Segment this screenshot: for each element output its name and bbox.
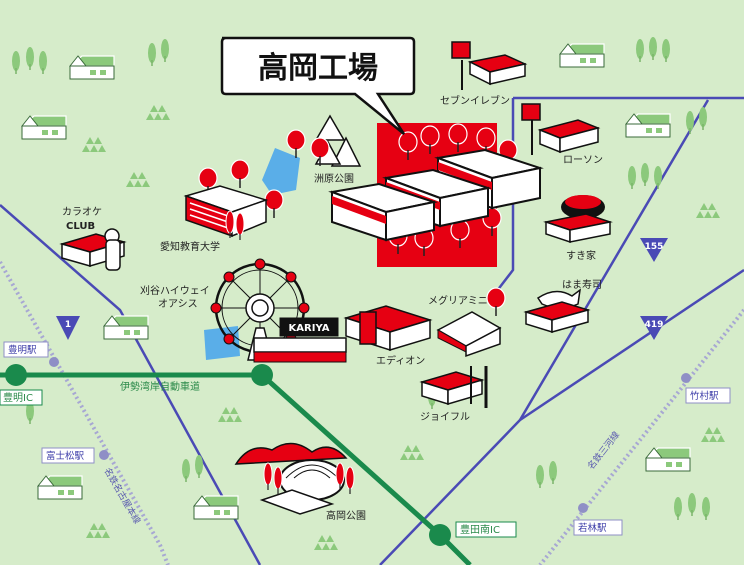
poi-aichi-kyoiku[interactable]: 愛知教育大学 <box>160 159 284 253</box>
aichi-kyoiku-label: 愛知教育大学 <box>160 240 220 253</box>
factory-buildings <box>328 148 544 242</box>
poi-suhara-park[interactable]: 洲原公園 <box>286 114 362 185</box>
karaoke-label-2: CLUB <box>66 221 95 232</box>
kariya-oasis-label-1: 刈谷ハイウェイ <box>140 284 210 297</box>
toyoake-ic-label: 豊明IC <box>3 391 33 404</box>
seven-eleven-label: セブンイレブン <box>440 94 510 107</box>
svg-text:1: 1 <box>65 320 71 330</box>
station-toyoake[interactable]: 豊明駅 <box>3 341 59 367</box>
poi-karaoke-club[interactable]: カラオケ CLUB <box>59 206 127 271</box>
highway-isewangan <box>0 372 472 565</box>
takaoka-park-label: 高岡公園 <box>326 509 366 522</box>
fujimatsu-station-label: 富士松駅 <box>46 450 85 462</box>
poi-kariya-oasis[interactable]: KARIYA 刈谷ハイウェイ オアシス <box>140 258 347 363</box>
poi-takaoka-park[interactable]: 高岡公園 <box>234 442 366 522</box>
route-shield-419: 419 <box>640 316 668 340</box>
station-fujimatsu[interactable]: 富士松駅 <box>41 447 109 464</box>
lawson-label: ローソン <box>563 155 603 166</box>
poi-hama-sushi[interactable]: はま寿司 <box>523 278 602 334</box>
megulia-mini-label: メグリアミニ <box>428 294 488 307</box>
route-shield-1: 1 <box>56 316 80 340</box>
kariya-sign: KARIYA <box>289 323 330 334</box>
svg-text:419: 419 <box>645 320 664 330</box>
station-takemura[interactable]: 竹村駅 <box>681 373 731 404</box>
takaoka-factory[interactable] <box>328 123 544 267</box>
factory-title-callout: 高岡工場 <box>220 36 416 135</box>
kariya-oasis-label-2: オアシス <box>158 298 198 310</box>
factory-title: 高岡工場 <box>258 51 378 86</box>
road-route-419 <box>519 268 744 422</box>
interchange-kariya <box>251 364 273 386</box>
poi-sukiya[interactable]: すき家 <box>543 195 613 262</box>
rail-meitetsu-nagoya <box>0 261 170 565</box>
toyota-minami-ic-label: 豊田南IC <box>460 523 500 536</box>
poi-joyful[interactable]: ジョイフル <box>419 366 488 423</box>
wakabayashi-station-label: 若林駅 <box>578 522 607 534</box>
takemura-station-label: 竹村駅 <box>690 390 719 402</box>
route-shield-155: 155 <box>640 238 668 262</box>
toyoake-station-label: 豊明駅 <box>8 344 37 356</box>
edion-label: エディオン <box>376 354 425 367</box>
karaoke-label-1: カラオケ <box>62 206 102 218</box>
poi-seven-eleven[interactable]: セブンイレブン <box>440 41 528 107</box>
joyful-label: ジョイフル <box>420 412 470 423</box>
svg-text:155: 155 <box>645 242 664 252</box>
poi-edion[interactable]: エディオン <box>343 305 433 367</box>
poi-lawson[interactable]: ローソン <box>521 103 603 166</box>
sukiya-label: すき家 <box>566 249 596 262</box>
poi-megulia-mini[interactable]: メグリアミニ <box>428 287 506 358</box>
suhara-park-label: 洲原公園 <box>314 173 354 185</box>
hama-sushi-label: はま寿司 <box>562 278 602 291</box>
station-wakabayashi[interactable]: 若林駅 <box>573 503 623 536</box>
pond-suhara <box>262 148 300 195</box>
isewangan-label: 伊勢湾岸自動車道 <box>120 380 200 393</box>
interchange-toyota-minami[interactable]: 豊田南IC <box>429 521 517 546</box>
road-route-1 <box>0 204 262 565</box>
interchange-toyoake[interactable]: 豊明IC <box>0 364 43 406</box>
